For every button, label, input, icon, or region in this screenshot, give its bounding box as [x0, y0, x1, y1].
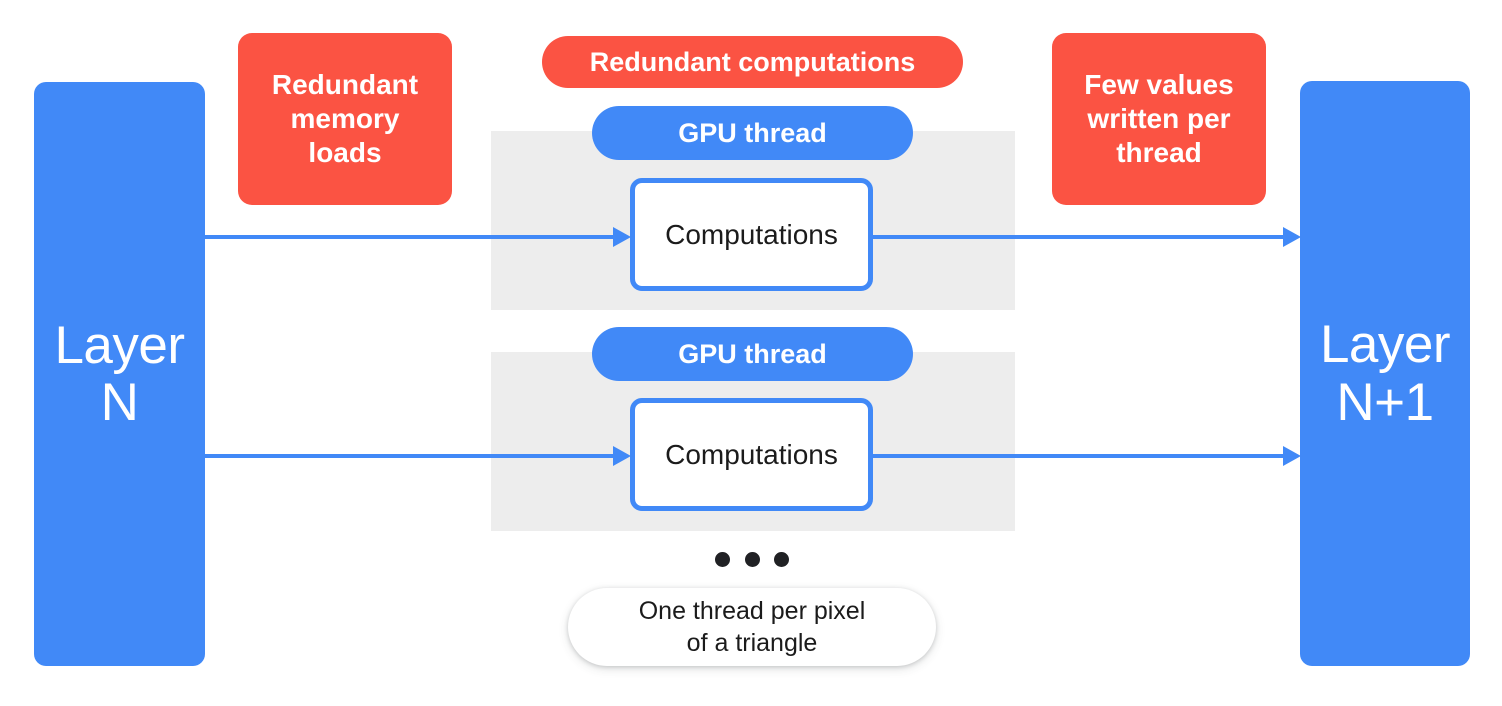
callout-few-values-written: Few values written per thread	[1052, 33, 1266, 205]
computations-box-2: Computations	[630, 398, 873, 511]
ellipsis-dot	[744, 551, 760, 567]
layer-n-plus-1-block: Layer N+1	[1300, 81, 1470, 666]
layer-n-plus-1-label: Layer N+1	[1319, 315, 1451, 432]
layer-n-block: Layer N	[34, 82, 205, 666]
callout-redundant-computations: Redundant computations	[542, 36, 963, 88]
callout-redundant-computations-label: Redundant computations	[589, 46, 916, 77]
gpu-thread-pill-1-label: GPU thread	[678, 117, 827, 148]
computations-box-1-label: Computations	[665, 218, 838, 250]
note-one-thread-per-pixel-label: One thread per pixel of a triangle	[638, 597, 866, 657]
ellipsis-dot	[774, 551, 789, 567]
gpu-thread-pill-1: GPU thread	[592, 106, 913, 160]
more-threads-ellipsis-icon	[715, 550, 789, 568]
computations-box-1: Computations	[630, 178, 873, 291]
callout-redundant-memory-loads: Redundant memory loads	[238, 33, 452, 205]
callout-few-values-written-label: Few values written per thread	[1084, 68, 1234, 169]
ellipsis-dot	[715, 551, 730, 567]
callout-redundant-memory-loads-label: Redundant memory loads	[271, 68, 419, 169]
layer-n-label: Layer N	[54, 315, 185, 432]
gpu-thread-pill-2: GPU thread	[592, 327, 913, 381]
computations-box-2-label: Computations	[665, 438, 838, 470]
gpu-thread-pill-2-label: GPU thread	[678, 338, 827, 369]
note-one-thread-per-pixel: One thread per pixel of a triangle	[568, 588, 936, 666]
